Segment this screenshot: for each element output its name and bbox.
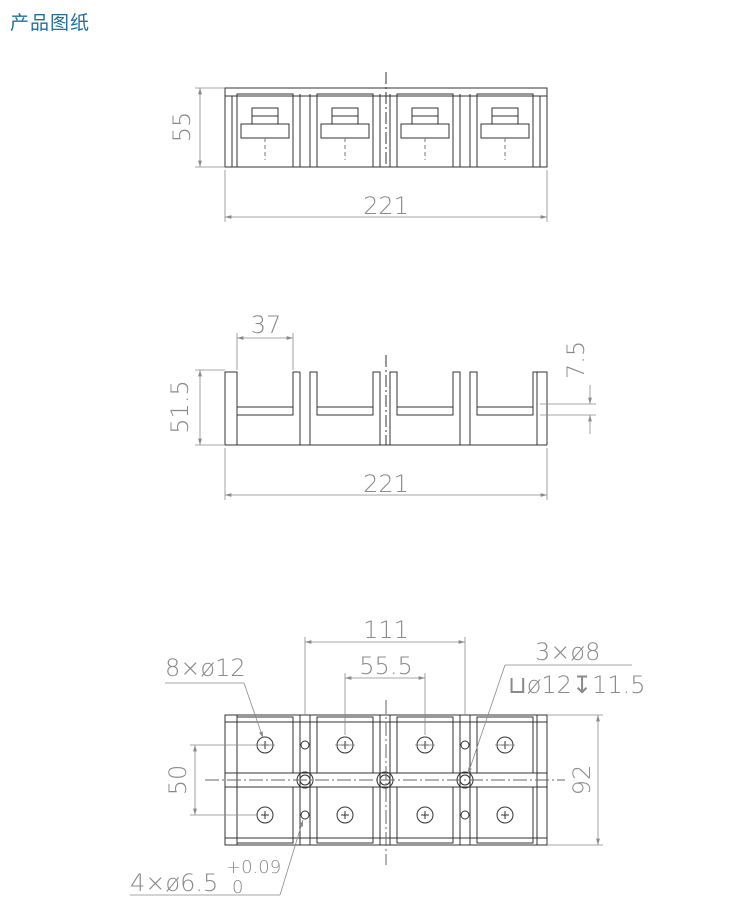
- front-height-label: 55: [168, 112, 196, 143]
- side-view: [224, 355, 548, 446]
- front-terminal-cells: [236, 93, 534, 168]
- side-height-label: 51.5: [166, 380, 194, 433]
- main-holes-label: 8×ø12: [165, 654, 246, 682]
- side-terminal-cells: [236, 371, 537, 445]
- pin-holes: [300, 740, 470, 820]
- page-title: 产品图纸: [10, 12, 91, 34]
- front-view: [224, 72, 548, 168]
- tolerance-upper-label: +0.09: [226, 857, 281, 878]
- side-dimensions: [195, 333, 596, 500]
- side-width-label: 221: [363, 470, 409, 498]
- side-pitch-label: 37: [251, 311, 282, 339]
- front-screws: [240, 107, 530, 139]
- mount-holes-counterbore-label: ⊔ø12↧11.5: [508, 671, 646, 699]
- side-step-label: 7.5: [562, 341, 590, 379]
- depth-label: 92: [568, 765, 596, 796]
- top-span-outer-label: 111: [363, 616, 409, 644]
- pin-holes-label: 4×ø6.5: [130, 869, 218, 897]
- top-dimensions: [130, 637, 632, 896]
- front-dimensions: [195, 87, 548, 222]
- front-width-label: 221: [363, 192, 409, 220]
- mount-holes-count-label: 3×ø8: [535, 638, 600, 666]
- row-pitch-label: 50: [164, 765, 192, 796]
- tolerance-lower-label: 0: [232, 877, 243, 898]
- top-view: [205, 700, 565, 865]
- top-span-inner-label: 55.5: [359, 652, 412, 680]
